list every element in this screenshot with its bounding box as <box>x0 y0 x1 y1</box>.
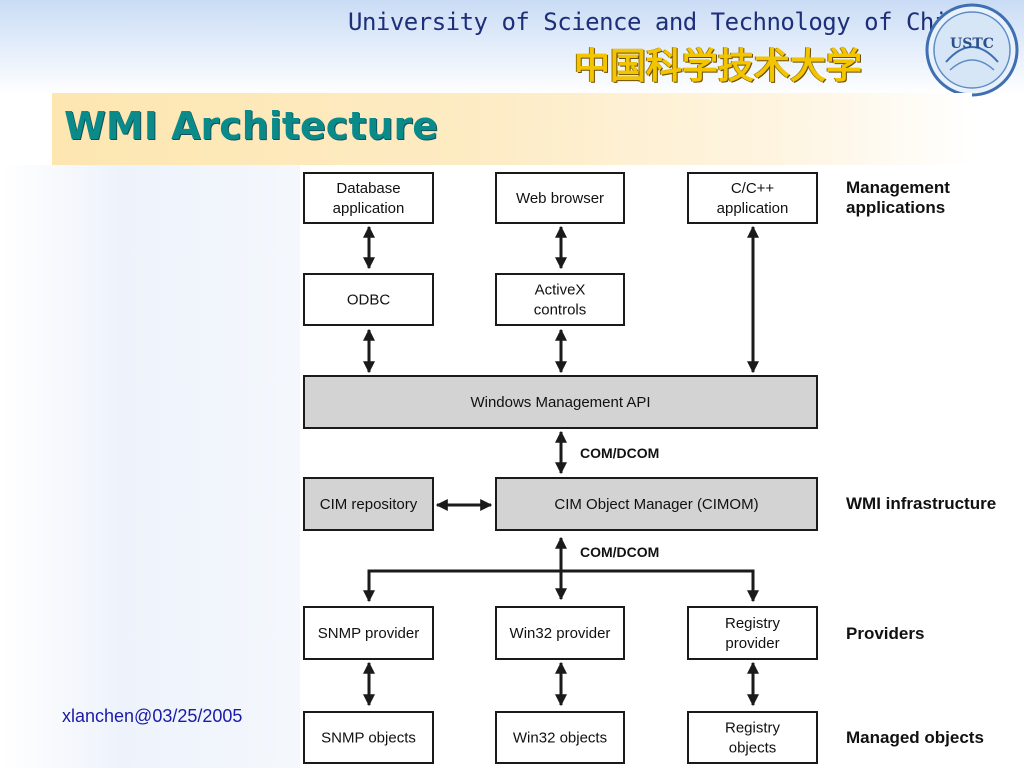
layer-label-managed-objects: Managed objects <box>846 728 984 747</box>
header-background <box>0 0 1024 95</box>
box-label: Win32 objects <box>513 730 607 747</box>
box-wm-api: Windows Management API <box>303 375 818 429</box>
logo-text: USTC <box>950 36 994 52</box>
box-label: Web browser <box>516 190 604 207</box>
box-odbc: ODBC <box>303 273 434 326</box>
layer-label-wmi-infra: WMI infrastructure <box>846 494 996 513</box>
box-database-app: Database application <box>303 172 434 224</box>
box-label: ActiveX <box>535 282 586 299</box>
com-dcom-label: COM/DCOM <box>580 544 659 560</box>
arrow-bus-providers <box>363 569 759 603</box>
box-registry-provider: Registry provider <box>687 606 818 660</box>
box-cim-repo: CIM repository <box>303 477 434 531</box>
box-label: Registry <box>725 720 781 737</box>
box-label: application <box>717 200 789 217</box>
box-label: Registry <box>725 615 781 632</box>
layer-label-mgmt-apps: Management <box>846 178 950 197</box>
box-web-browser: Web browser <box>495 172 625 224</box>
box-cpp-app: C/C++ application <box>687 172 818 224</box>
box-label: Database <box>336 180 400 197</box>
title-bar <box>52 93 972 165</box>
layer-label-providers: Providers <box>846 624 924 643</box>
layer-label-mgmt-apps: applications <box>846 198 945 217</box>
box-label: C/C++ <box>731 180 775 197</box>
box-win32-provider: Win32 provider <box>495 606 625 660</box>
box-label: controls <box>534 302 587 319</box>
slide-title: WMI Architecture <box>64 104 439 148</box>
box-activex: ActiveX controls <box>495 273 625 326</box>
box-label: objects <box>729 740 777 757</box>
footer-author-date: xlanchen@03/25/2005 <box>62 706 243 726</box>
com-dcom-label: COM/DCOM <box>580 445 659 461</box>
box-registry-objects: Registry objects <box>687 711 818 764</box>
box-label: Win32 provider <box>510 625 611 642</box>
box-label: Windows Management API <box>470 394 650 411</box>
box-cimom: CIM Object Manager (CIMOM) <box>495 477 818 531</box>
university-name-chinese: 中国科学技术大学 <box>574 45 863 87</box>
box-snmp-objects: SNMP objects <box>303 711 434 764</box>
box-label: CIM Object Manager (CIMOM) <box>554 496 758 513</box>
box-label: application <box>333 200 405 217</box>
ustc-logo: USTC <box>925 3 1019 97</box>
box-snmp-provider: SNMP provider <box>303 606 434 660</box>
box-label: SNMP provider <box>318 625 419 642</box>
university-name-english: University of Science and Technology of … <box>348 8 976 36</box>
box-label: provider <box>725 635 779 652</box>
wmi-architecture-diagram: Database application Web browser C/C++ appli… <box>303 165 996 768</box>
box-label: ODBC <box>347 292 391 309</box>
box-win32-objects: Win32 objects <box>495 711 625 764</box>
box-label: SNMP objects <box>321 730 416 747</box>
box-label: CIM repository <box>320 496 418 513</box>
side-background <box>0 165 300 768</box>
